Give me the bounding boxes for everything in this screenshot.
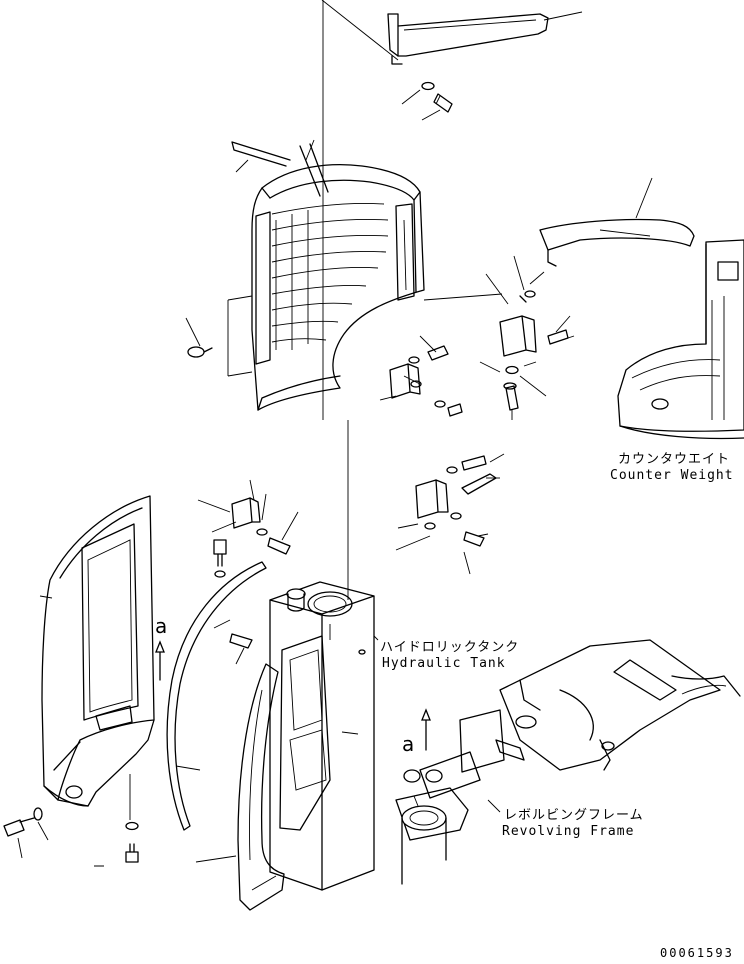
counterweight <box>617 239 744 440</box>
hinge-upper-right <box>499 290 569 411</box>
top-bracket <box>387 13 549 65</box>
left-side-bolts <box>3 774 139 867</box>
drawing-code: 00061593 <box>660 946 734 960</box>
revolving-frame <box>395 639 741 885</box>
revolving-frame-label-jp: レボルビングフレーム <box>504 808 644 823</box>
tank-side-panel <box>279 635 331 831</box>
hydraulic-tank <box>269 581 375 891</box>
view-marker-a-left: a <box>155 614 168 638</box>
top-washer-bolt <box>421 81 453 113</box>
hinge-upper-left <box>389 345 463 417</box>
handle-rod <box>231 141 291 167</box>
right-side-cover <box>237 663 285 911</box>
view-arrow-left <box>155 640 165 681</box>
hinge-middle <box>415 455 497 547</box>
view-arrow-right <box>421 708 431 751</box>
hydraulic-tank-label-jp: ハイドロリックタンク <box>380 640 520 655</box>
door-seal-strip <box>166 561 267 831</box>
hydraulic-tank-label-en: Hydraulic Tank <box>382 656 506 671</box>
upper-front-cover <box>251 143 425 411</box>
grille-knob <box>187 346 213 358</box>
view-marker-a-right: a <box>402 732 415 756</box>
counterweight-top-cover <box>539 218 695 267</box>
counterweight-label-jp: カウンタウエイト <box>618 452 731 467</box>
left-side-cover <box>41 495 155 807</box>
revolving-frame-label-en: Revolving Frame <box>502 824 635 839</box>
hinge-lower-left <box>213 497 291 649</box>
counterweight-label-en: Counter Weight <box>610 468 734 483</box>
